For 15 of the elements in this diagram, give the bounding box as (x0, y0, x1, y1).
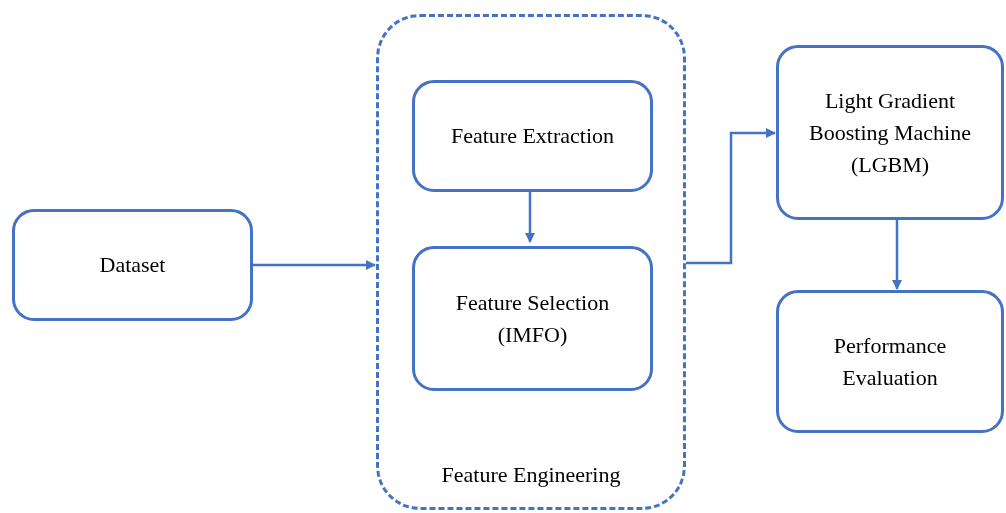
box-label: Dataset (99, 251, 166, 279)
arrow (686, 128, 776, 265)
box-label: Performance Evaluation (832, 331, 948, 392)
process-box (412, 246, 653, 391)
box-label: Feature Extraction (450, 122, 615, 150)
process-box (776, 290, 1004, 433)
process-box (776, 45, 1004, 220)
process-box (412, 80, 653, 192)
group-label: Feature Engineering (441, 461, 621, 489)
process-box (12, 209, 253, 321)
dashed-group-box (376, 14, 686, 510)
arrow (892, 220, 902, 290)
box-label: Feature Selection (IMFO) (454, 288, 611, 349)
box-label: Light Gradient Boosting Machine (LGBM) (808, 86, 972, 179)
arrow (253, 260, 376, 270)
